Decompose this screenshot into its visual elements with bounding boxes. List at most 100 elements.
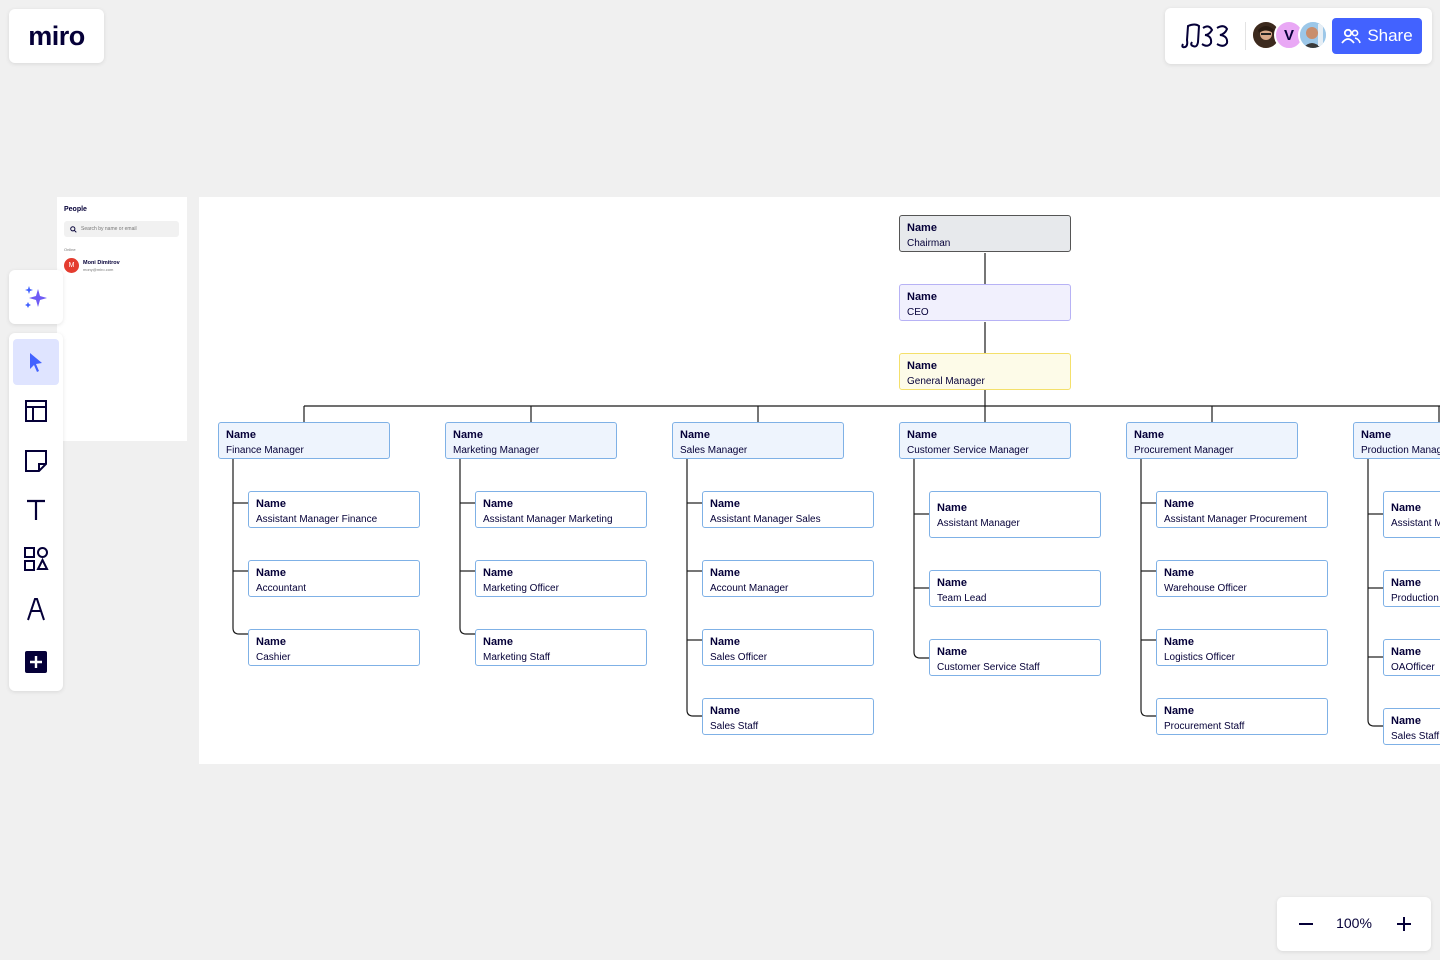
select-tool[interactable] — [13, 339, 59, 385]
share-button[interactable]: Share — [1332, 18, 1422, 54]
sticky-note-tool[interactable] — [13, 438, 59, 484]
org-node-staff[interactable]: Name Warehouse Officer — [1156, 560, 1328, 597]
org-node-department-head[interactable]: Name Procurement Manager — [1126, 422, 1298, 459]
org-node-staff[interactable]: Name Assistant Manager Sales — [702, 491, 874, 528]
org-node-staff[interactable]: Name Sales Officer — [702, 629, 874, 666]
zoom-level[interactable]: 100% — [1336, 915, 1372, 931]
zoom-out-button[interactable] — [1291, 909, 1321, 939]
ai-assist-button[interactable] — [9, 270, 63, 324]
org-node-staff[interactable]: Name Assistant Manager Procurement — [1156, 491, 1328, 528]
avatar: M — [64, 258, 79, 273]
org-node-department-head[interactable]: Name Customer Service Manager — [899, 422, 1071, 459]
node-role: Team Lead — [937, 593, 987, 604]
people-search-input[interactable]: Search by name or email — [64, 221, 179, 237]
logo-text: miro — [28, 20, 85, 51]
templates-icon — [25, 400, 47, 422]
search-placeholder: Search by name or email — [81, 226, 137, 232]
node-name: Name — [680, 429, 710, 441]
org-node-staff[interactable]: Name Account Manager — [702, 560, 874, 597]
shapes-tool[interactable] — [13, 536, 59, 582]
org-chart-frame[interactable]: Name Chairman Name CEO Name General Mana… — [199, 197, 1440, 764]
text-tool[interactable] — [13, 487, 59, 533]
node-role: Sales Manager — [680, 445, 748, 456]
people-list-item[interactable]: M Moni Dimitrov mony@miro.com — [64, 258, 120, 273]
node-name: Name — [907, 222, 937, 234]
share-label: Share — [1367, 26, 1413, 45]
node-role: Sales Officer — [710, 652, 768, 663]
user-email: mony@miro.com — [83, 266, 114, 272]
online-label: Online — [64, 247, 76, 252]
node-name: Name — [1164, 498, 1194, 510]
node-role: Sales Staff — [1391, 731, 1440, 742]
node-role: Customer Service Staff — [937, 662, 1040, 673]
org-node-staff[interactable]: Name Assistant Manager Marketing — [475, 491, 647, 528]
org-node-staff[interactable]: Name Customer Service Staff — [929, 639, 1101, 676]
org-node-ceo[interactable]: Name CEO — [899, 284, 1071, 321]
org-node-department-head[interactable]: Name Marketing Manager — [445, 422, 617, 459]
node-role: Marketing Officer — [483, 583, 559, 594]
org-node-department-head[interactable]: Name Finance Manager — [218, 422, 390, 459]
node-name: Name — [1134, 429, 1164, 441]
node-name: Name — [1391, 646, 1421, 658]
node-name: Name — [483, 567, 513, 579]
node-name: Name — [483, 636, 513, 648]
node-name: Name — [1164, 705, 1194, 717]
sticky-note-icon — [25, 450, 47, 472]
node-role: Cashier — [256, 652, 291, 663]
node-name: Name — [256, 636, 286, 648]
node-name: Name — [1391, 577, 1421, 589]
org-node-staff[interactable]: Name Marketing Staff — [475, 629, 647, 666]
org-node-department-head[interactable]: Name Production Manager — [1353, 422, 1440, 459]
board-doodle-icon[interactable] — [1179, 20, 1233, 50]
zoom-in-button[interactable] — [1389, 909, 1419, 939]
node-role: Customer Service Manager — [907, 445, 1029, 456]
pen-tool[interactable] — [13, 586, 59, 632]
org-node-staff[interactable]: Name Procurement Staff — [1156, 698, 1328, 735]
org-node-staff[interactable]: Name Assistant Manager — [929, 491, 1101, 538]
collaborator-avatar[interactable] — [1298, 20, 1328, 50]
org-node-staff[interactable]: Name Production Officer — [1383, 570, 1440, 607]
people-icon — [1341, 28, 1362, 44]
node-name: Name — [710, 636, 740, 648]
org-node-chairman[interactable]: Name Chairman — [899, 215, 1071, 252]
node-role: Chairman — [907, 238, 951, 249]
sparkle-icon — [25, 286, 47, 308]
node-role: Marketing Manager — [453, 445, 540, 456]
miro-logo[interactable]: miro — [9, 9, 104, 63]
org-node-staff[interactable]: Name Sales Staff — [1383, 708, 1440, 745]
node-role: Production Officer — [1391, 593, 1440, 604]
people-panel-title: People — [64, 206, 87, 213]
templates-tool[interactable] — [13, 388, 59, 434]
node-role: Marketing Staff — [483, 652, 551, 663]
org-node-staff[interactable]: Name Marketing Officer — [475, 560, 647, 597]
org-node-staff[interactable]: Name Logistics Officer — [1156, 629, 1328, 666]
org-node-staff[interactable]: Name Sales Staff — [702, 698, 874, 735]
org-node-staff[interactable]: Name Assistant Manager — [1383, 491, 1440, 538]
node-role: Assistant Manager Marketing — [483, 514, 613, 525]
people-panel: People Search by name or email Online M … — [57, 197, 187, 441]
node-name: Name — [907, 429, 937, 441]
node-name: Name — [256, 567, 286, 579]
node-name: Name — [226, 429, 256, 441]
org-node-department-head[interactable]: Name Sales Manager — [672, 422, 844, 459]
org-node-general-manager[interactable]: Name General Manager — [899, 353, 1071, 390]
node-role: Assistant Manager — [937, 518, 1020, 529]
node-role: General Manager — [907, 376, 985, 387]
org-node-staff[interactable]: Name Accountant — [248, 560, 420, 597]
node-role: Assistant Manager Procurement — [1164, 514, 1307, 525]
text-icon — [27, 499, 45, 520]
zoom-controls: 100% — [1277, 897, 1431, 951]
org-node-staff[interactable]: Name Cashier — [248, 629, 420, 666]
node-name: Name — [483, 498, 513, 510]
org-node-staff[interactable]: Name Assistant Manager Finance — [248, 491, 420, 528]
node-role: Sales Staff — [710, 721, 759, 732]
node-name: Name — [1164, 567, 1194, 579]
add-tool[interactable] — [13, 639, 59, 685]
node-name: Name — [937, 502, 967, 514]
org-node-staff[interactable]: Name Team Lead — [929, 570, 1101, 607]
org-node-staff[interactable]: Name OAOfficer — [1383, 639, 1440, 676]
node-name: Name — [937, 646, 967, 658]
node-name: Name — [710, 567, 740, 579]
connector-lines — [232, 253, 1440, 727]
node-role: Procurement Staff — [1164, 721, 1245, 732]
